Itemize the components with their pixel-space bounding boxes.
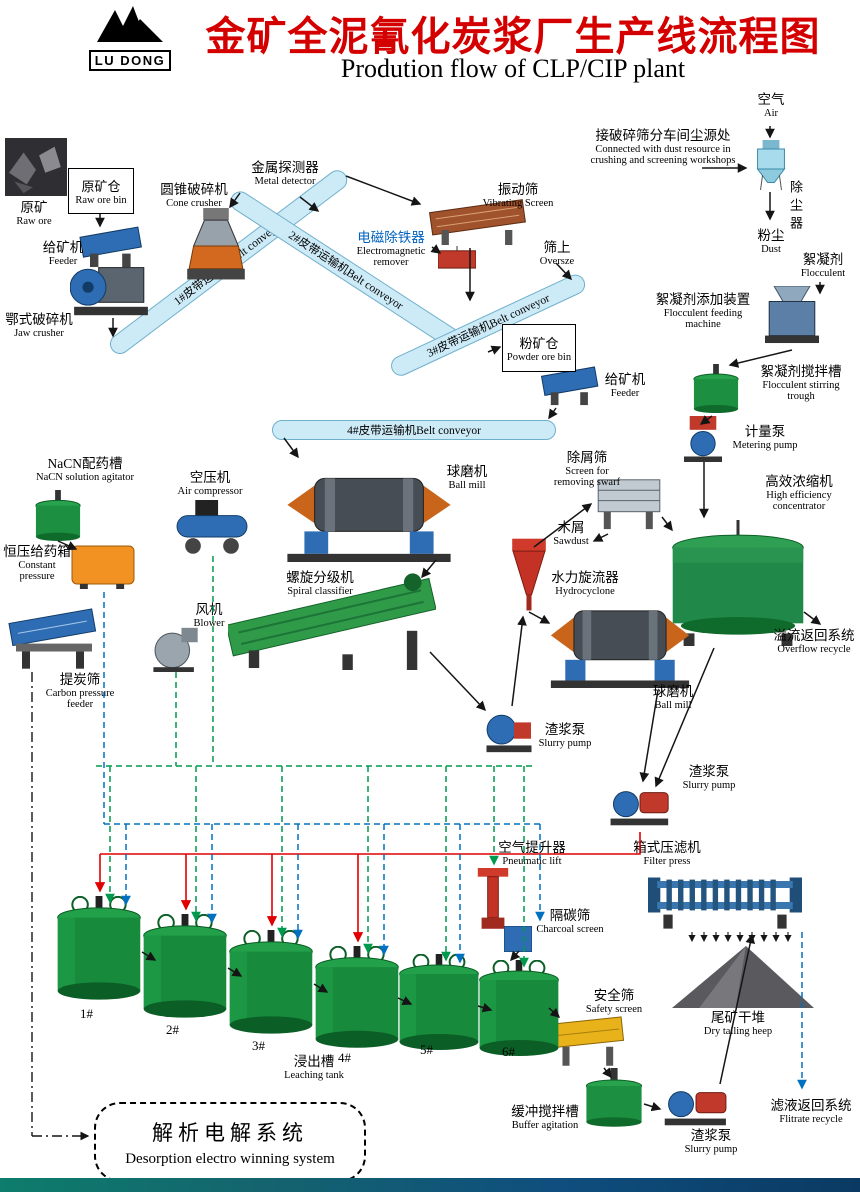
tailing-heap-icon	[670, 944, 816, 1010]
blower-icon	[148, 624, 202, 672]
tank-number-2#: 2#	[166, 1022, 179, 1037]
cone-crusher-icon	[184, 208, 248, 284]
thickener-icon	[670, 520, 806, 646]
flocculent-stirring-icon	[692, 364, 740, 414]
swarf-screen-icon	[594, 474, 664, 532]
footer-gradient-bar	[0, 1178, 860, 1192]
tank-number-4#: 4#	[338, 1050, 351, 1065]
conveyor-belt-4: 4#皮带运输机Belt conveyor	[272, 420, 556, 440]
feeder-1-icon	[76, 220, 146, 268]
charcoal-screen-icon	[503, 925, 533, 953]
flocculent-feeder-icon	[762, 285, 822, 348]
leach-tank-3#	[228, 929, 314, 1038]
dust-remover-icon	[750, 140, 792, 191]
metering-pump-icon	[684, 416, 722, 462]
constant-pressure-icon	[70, 544, 136, 590]
pneumatic-lift-icon	[474, 868, 512, 930]
vibrating-screen-icon	[426, 196, 530, 246]
logo-text: LU DONG	[88, 50, 172, 71]
ball-mill-2-icon	[548, 594, 692, 688]
desorption-system-box: 解析电解系统 Desorption electro winning system	[94, 1102, 366, 1182]
tank-number-3#: 3#	[252, 1038, 265, 1053]
logo-mark-icon	[97, 6, 163, 42]
desorption-label-en: Desorption electro winning system	[125, 1150, 335, 1167]
slurry-pump-2-icon	[608, 784, 672, 832]
label-dust-remover: 除尘器	[788, 180, 803, 234]
leach-tank-2#	[142, 913, 228, 1022]
air-compressor-icon	[174, 500, 250, 556]
tank-number-6#: 6#	[502, 1044, 515, 1059]
raw-ore-photo	[5, 138, 67, 196]
carbon-feeder-icon	[4, 604, 104, 670]
leach-tank-5#	[398, 953, 480, 1054]
powder-feeder-icon	[538, 360, 602, 406]
hydrocyclone-icon	[508, 534, 550, 612]
em-remover-icon	[437, 246, 477, 270]
filter-press-icon	[648, 860, 802, 930]
page-title: 金矿全泥氰化炭浆厂生产线流程图	[205, 15, 821, 59]
tank-number-5#: 5#	[420, 1042, 433, 1057]
company-logo: LU DONG	[88, 4, 172, 71]
leach-tank-1#	[56, 895, 142, 1004]
desorption-label-zh: 解析电解系统	[152, 1120, 308, 1145]
page-subtitle: Prodution flow of CLP/CIP plant	[340, 54, 686, 83]
slurry-pump-1-icon	[484, 708, 534, 756]
spiral-classifier-icon	[225, 572, 437, 670]
nacn-tank-icon	[34, 490, 82, 542]
tank-number-1#: 1#	[80, 1006, 93, 1021]
leach-tank-4#	[314, 945, 400, 1052]
buffer-tank-icon	[584, 1068, 644, 1128]
slurry-pump-3-icon	[662, 1084, 730, 1132]
leach-tank-6#	[478, 959, 560, 1060]
safety-screen-icon	[550, 1012, 628, 1068]
jaw-crusher-icon	[69, 262, 152, 318]
ball-mill-1-icon	[284, 460, 454, 562]
